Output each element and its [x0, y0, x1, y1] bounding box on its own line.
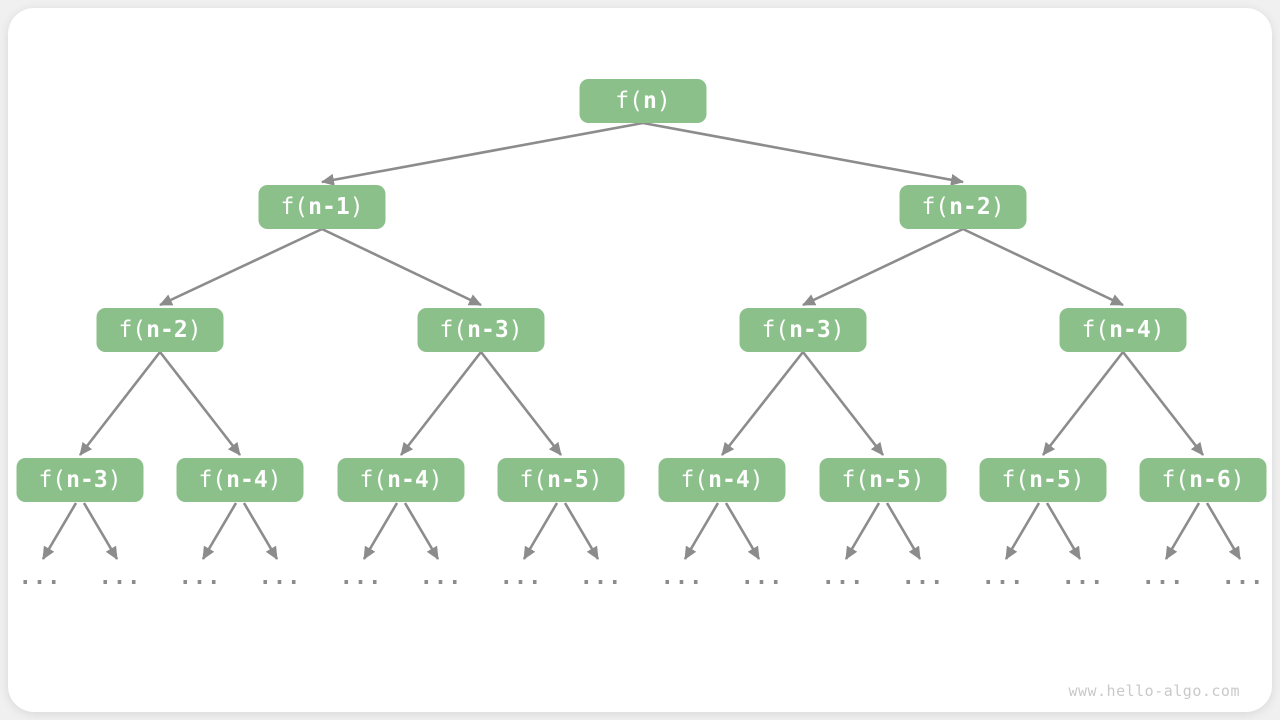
diagram-card [8, 8, 1272, 712]
watermark: www.hello-algo.com [1068, 682, 1240, 700]
